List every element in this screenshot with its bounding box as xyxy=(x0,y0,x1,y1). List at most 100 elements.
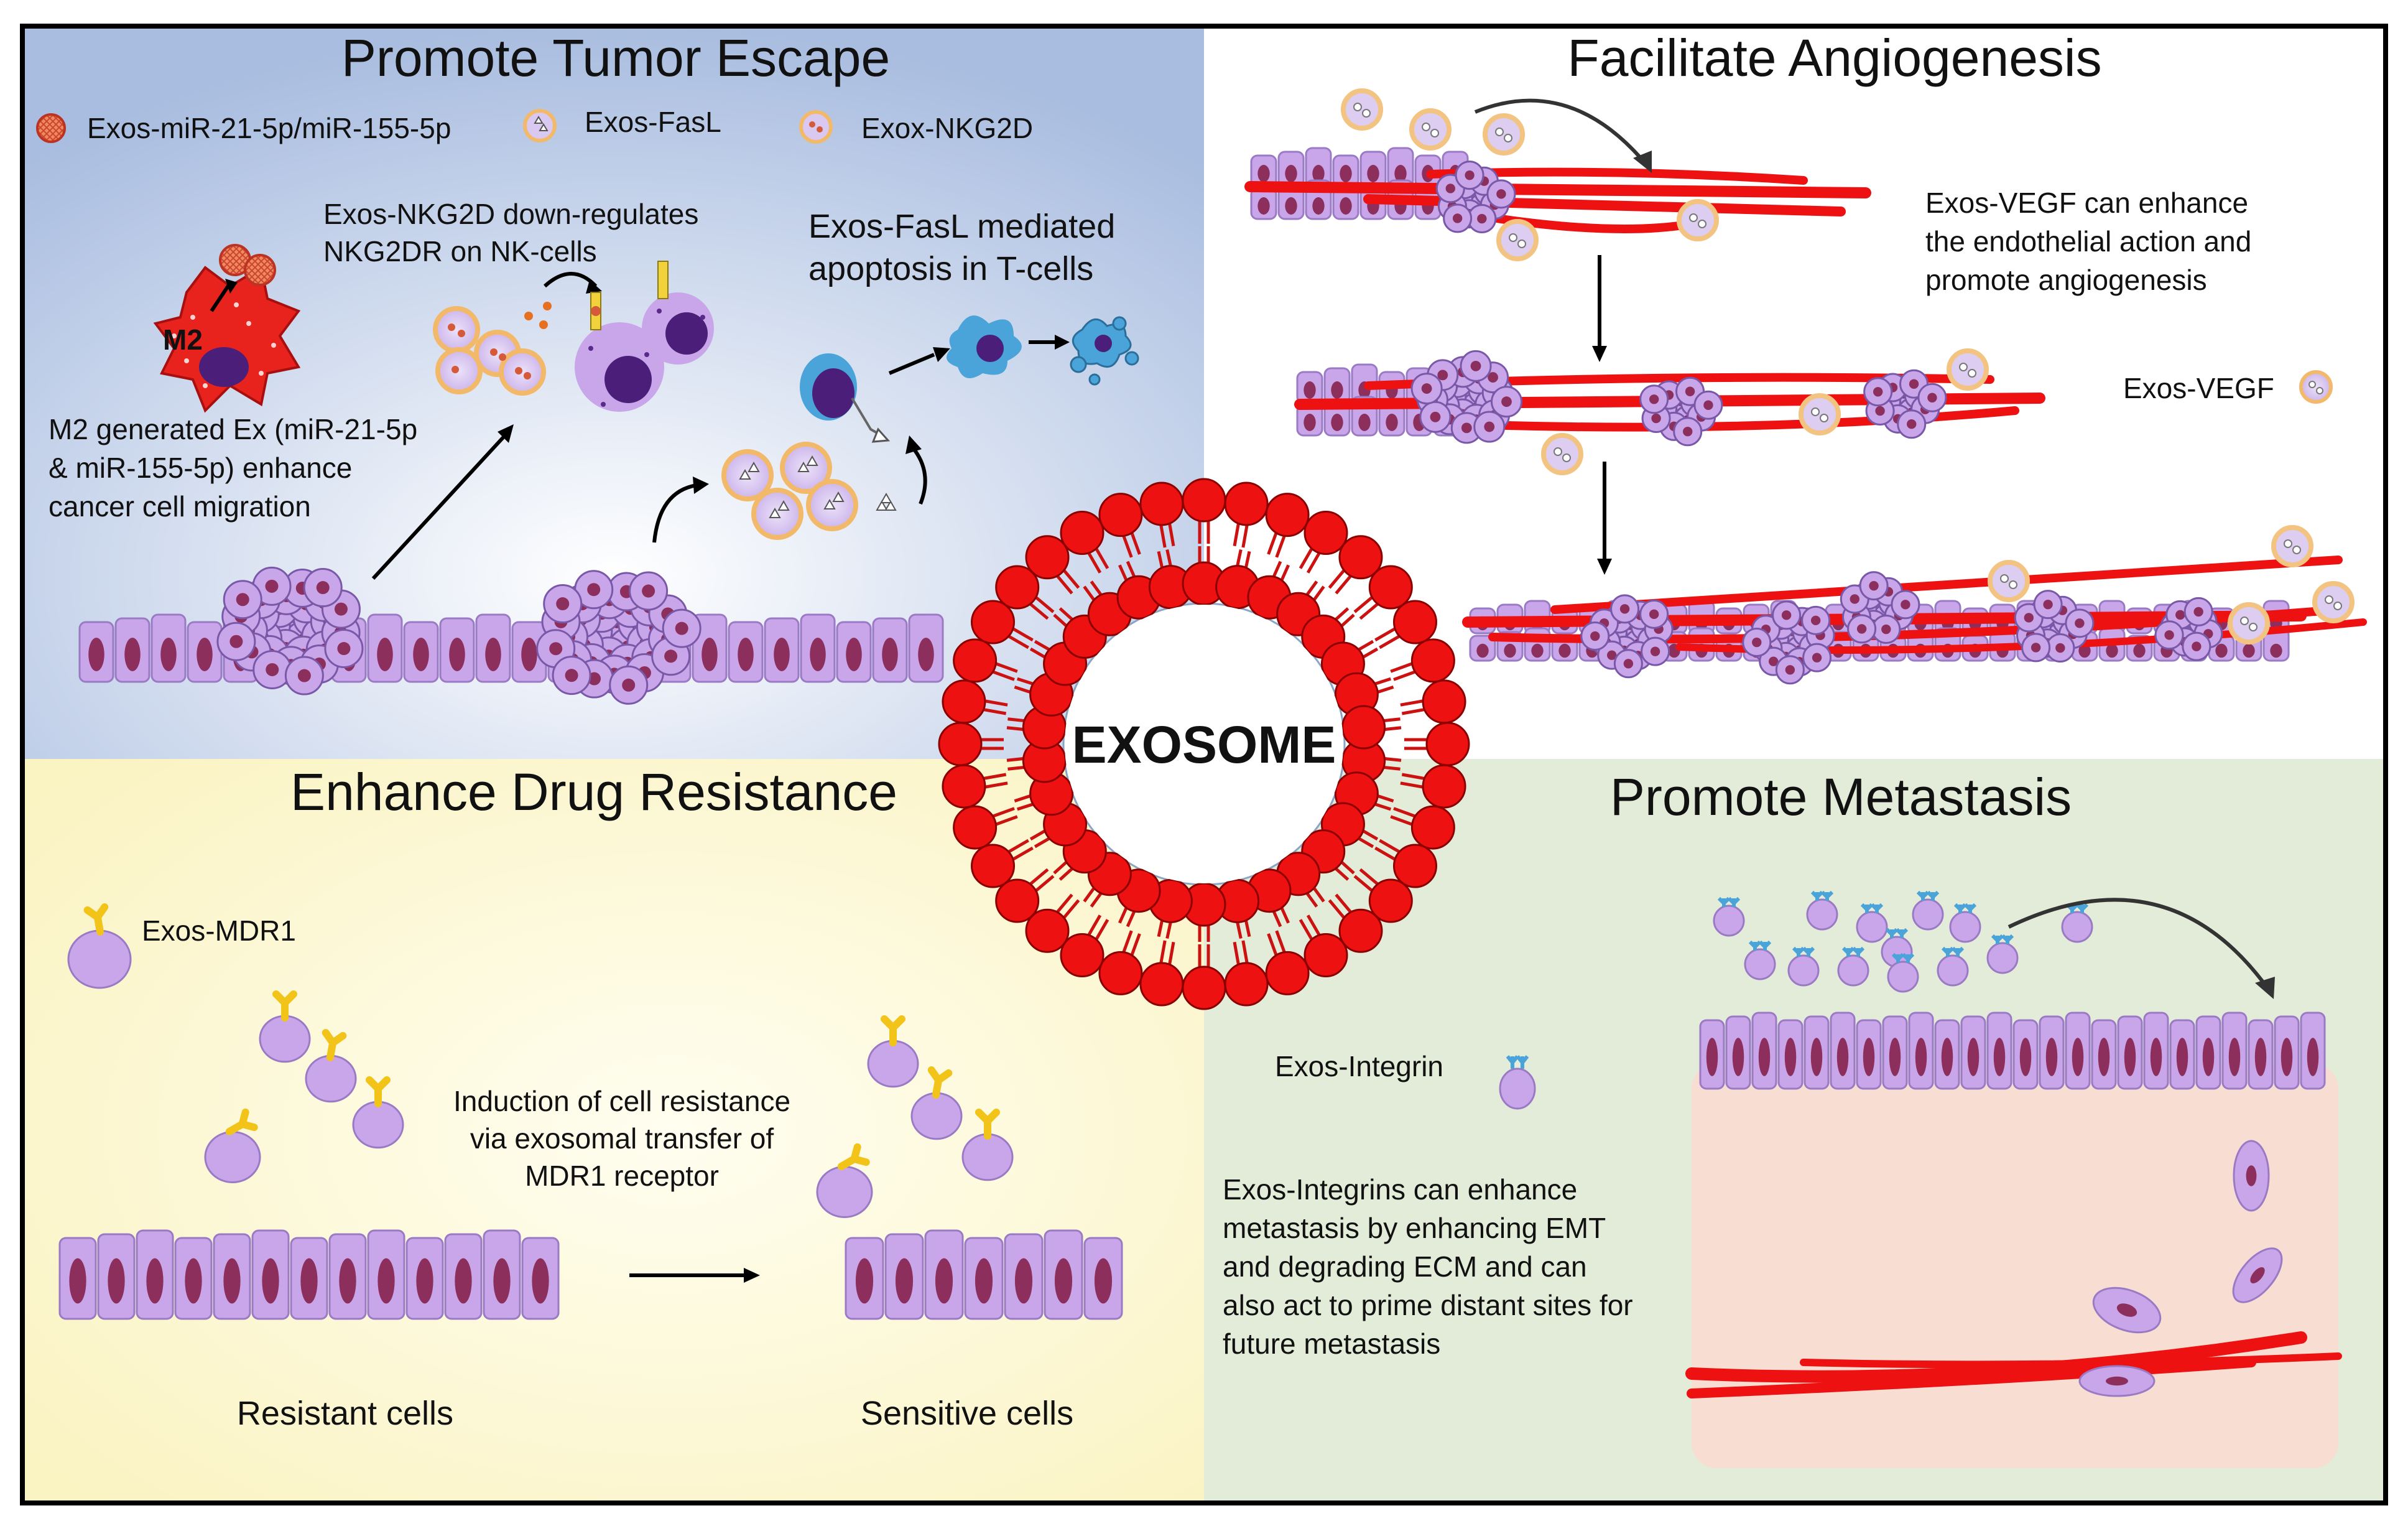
tr-endo-nucleus xyxy=(1340,165,1352,182)
lipid-head xyxy=(1139,482,1184,526)
resistant-nucleus xyxy=(339,1258,356,1304)
integrin-exosome xyxy=(1713,905,1745,937)
resistant-nucleus xyxy=(455,1258,472,1304)
integrin-legend-label: Exos-Integrin xyxy=(1275,1050,1443,1082)
lipid-head xyxy=(1392,600,1437,644)
legend-mirna-label: Exos-miR-21-5p/miR-155-5p xyxy=(87,112,451,144)
svg-text:Exos-Integrins can enhance: Exos-Integrins can enhance xyxy=(1223,1173,1577,1206)
vegf-cargo xyxy=(1689,213,1698,222)
tr-sprout-nucleus xyxy=(1470,360,1481,371)
tr-sprout-nucleus xyxy=(1496,189,1506,199)
m2-text: M2 generated Ex (miR-21-5p & miR-155-5p)… xyxy=(49,413,417,523)
mdr1-receptor xyxy=(322,1029,347,1061)
resistant-nucleus xyxy=(532,1258,549,1304)
tumor-to-nk-arrow xyxy=(371,434,507,580)
lipid-head xyxy=(1060,511,1104,556)
angio-curved-arrow xyxy=(1474,98,1644,161)
tr-sprout-nucleus xyxy=(1619,604,1630,614)
lipid-head xyxy=(1025,535,1070,580)
tr-endo-nucleus xyxy=(1257,197,1270,215)
vessel-segment xyxy=(1685,1331,2307,1383)
lipid-head xyxy=(995,565,1040,610)
metastasis-curved-arrow xyxy=(2007,898,2266,984)
lipid-head xyxy=(1265,951,1310,995)
tr-sprout-nucleus xyxy=(1907,419,1917,429)
lipid-head xyxy=(1304,933,1348,977)
tr-sprout-nucleus xyxy=(1810,615,1821,626)
legend-mirna-icon xyxy=(36,113,66,143)
mdr1-exosome xyxy=(67,929,132,989)
integrin-receptor xyxy=(2065,903,2089,913)
tr-sprout-nucleus xyxy=(1437,370,1448,381)
lipid-head xyxy=(1368,878,1413,923)
tr-sprout-nucleus xyxy=(1781,610,1792,620)
tr-sprout-nucleus xyxy=(1683,427,1693,437)
lipid-head xyxy=(942,764,986,809)
vegf-exosome xyxy=(1988,560,2030,602)
tr-sprout-nucleus xyxy=(1452,213,1463,223)
integrin-receptor xyxy=(1841,946,1865,957)
integrin-receptor xyxy=(1717,896,1741,907)
mdr1-exosome xyxy=(910,1092,963,1140)
vegf-cargo xyxy=(1820,414,1828,422)
br-epi-nucleus xyxy=(1836,1038,1849,1076)
vegf-cargo xyxy=(1353,103,1362,111)
integrin-exosome xyxy=(1949,911,1981,943)
lipid-head xyxy=(953,638,998,683)
integrin-receptor xyxy=(1748,940,1772,951)
m2-label: M2 xyxy=(163,323,203,356)
lipid-head xyxy=(1368,565,1413,610)
tl-epi-nucleus xyxy=(197,638,213,671)
nkg2d-exosomes-icon xyxy=(433,302,552,396)
vegf-legend-label: Exos-VEGF xyxy=(2123,372,2274,404)
lipid-head xyxy=(995,878,1040,923)
tl-epi-nucleus xyxy=(774,638,790,671)
vegf-cargo xyxy=(1698,220,1706,228)
legend-fasl-icon xyxy=(523,109,557,142)
lipid-head xyxy=(1422,679,1466,724)
vegf-exosome xyxy=(2228,602,2270,644)
drug-resistance-text: Induction of cell resistance via exosoma… xyxy=(453,1085,790,1192)
mdr1-exosome xyxy=(305,1054,357,1103)
tl-tumor-nucleus xyxy=(622,678,636,692)
integrin-exosome xyxy=(1986,942,2019,974)
tr-endo-nucleus xyxy=(2270,643,2282,658)
tr-sprout-nucleus xyxy=(1649,394,1659,404)
mdr1-exosomes xyxy=(67,903,1014,1218)
tr-sprout-nucleus xyxy=(1901,600,1910,610)
br-epi-nucleus xyxy=(2019,1038,2032,1076)
vegf-exosome xyxy=(1409,108,1452,151)
svg-text:M2 generated Ex (miR-21-5p: M2 generated Ex (miR-21-5p xyxy=(49,413,417,445)
br-epi-nucleus xyxy=(1863,1038,1875,1076)
exosome-lumen xyxy=(1065,605,1343,883)
vegf-cargo xyxy=(2333,602,2342,610)
tr-sprout-nucleus xyxy=(1875,406,1885,416)
mdr1-receptor xyxy=(837,1143,870,1170)
tr-sprout-nucleus xyxy=(1430,411,1441,422)
tr-sprout-nucleus xyxy=(1590,631,1600,641)
tr-sprout-nucleus xyxy=(1927,393,1937,402)
tl-tumor-nucleus xyxy=(337,642,351,656)
exosome-center-label: EXOSOME xyxy=(1072,715,1336,774)
svg-text:Exos-FasL mediated: Exos-FasL mediated xyxy=(808,208,1115,245)
br-epi-nucleus xyxy=(2045,1038,2058,1076)
mdr1-exosome xyxy=(961,1133,1014,1181)
lipid-head xyxy=(1338,535,1383,580)
lipid-head xyxy=(1341,705,1386,750)
resistant-sensitive-cells xyxy=(58,1229,1123,1320)
metastasis-title: Promote Metastasis xyxy=(1610,768,2072,826)
tr-sprout-nucleus xyxy=(2055,643,2065,653)
tr-sprout-nucleus xyxy=(2043,599,2053,610)
vegf-cargo xyxy=(2292,546,2301,554)
tl-epi-nucleus xyxy=(413,638,429,671)
integrin-exosomes xyxy=(1713,890,2093,993)
integrin-exosome xyxy=(1744,948,1776,980)
sensitive-cells-label: Sensitive cells xyxy=(861,1395,1073,1432)
outer-border xyxy=(20,24,2388,1505)
fasl-exosomes-icon xyxy=(721,442,897,540)
resistant-nucleus xyxy=(377,1258,395,1304)
mdr1-receptor xyxy=(927,1066,953,1099)
nk-text: Exos-NKG2D down-regulates NKG2DR on NK-c… xyxy=(323,198,698,268)
tl-epi-nucleus xyxy=(377,638,393,671)
mdr1-legend-label: Exos-MDR1 xyxy=(142,914,296,947)
